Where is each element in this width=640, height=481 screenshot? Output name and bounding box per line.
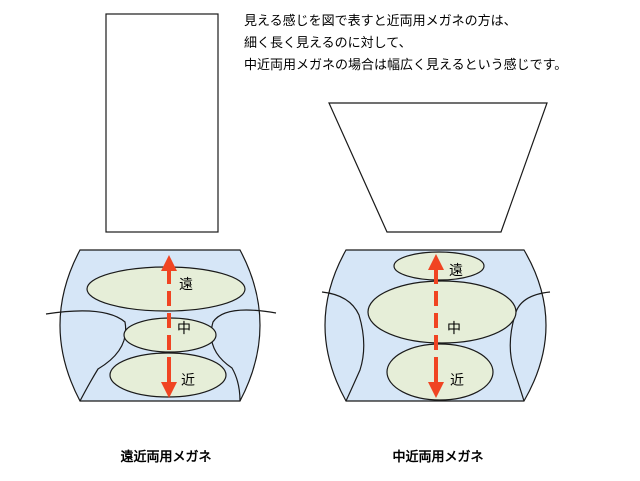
- description-line-2: 細く長く見えるのに対して、: [244, 36, 412, 51]
- description-line-1: 見える感じを図で表すと近両用メガネの方は、: [244, 14, 517, 29]
- description-line-3: 中近両用メガネの場合は幅広く見えるという感じです。: [244, 58, 568, 73]
- mid-near-view-field: [328, 102, 548, 233]
- middle-zone-label: 中: [447, 321, 461, 337]
- near-vision-zone: [386, 343, 494, 401]
- far-vision-zone: [393, 251, 485, 281]
- far-zone-label: 遠: [179, 277, 193, 293]
- lens-boundary-left: [45, 310, 127, 402]
- middle-vision-zone: [367, 280, 517, 344]
- far-zone-label: 遠: [449, 263, 463, 279]
- lens-boundary-right: [210, 309, 277, 402]
- mid-near-lens: 遠 中 近: [321, 249, 551, 402]
- lens-boundary-left: [321, 291, 365, 402]
- far-vision-zone: [86, 266, 246, 312]
- near-zone-label: 近: [181, 373, 195, 389]
- progressive-lens: 遠 中 近: [45, 249, 277, 402]
- progressive-lens-caption: 遠近両用メガネ: [120, 450, 212, 465]
- middle-zone-label: 中: [177, 321, 191, 337]
- near-zone-label: 近: [450, 373, 464, 389]
- lens-boundary-right: [509, 291, 551, 402]
- mid-near-lens-caption: 中近両用メガネ: [392, 450, 484, 465]
- progressive-view-field: [105, 13, 219, 233]
